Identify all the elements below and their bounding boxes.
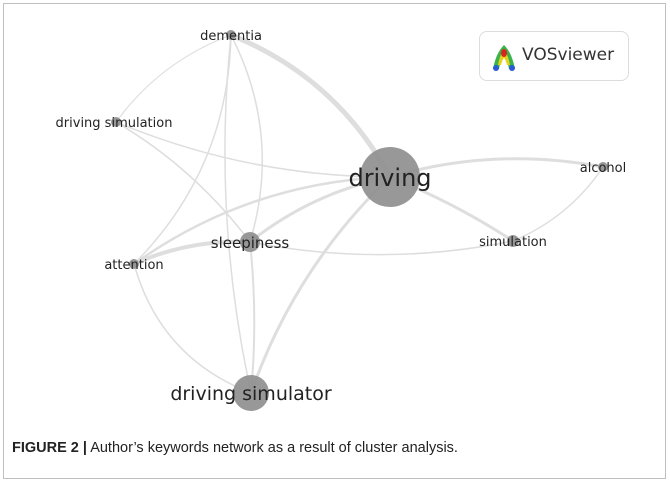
link-sleepiness-driving-simulator [249, 241, 256, 394]
vosviewer-logo: VOSviewer [479, 31, 629, 81]
link-driving-driving-simulation [115, 121, 391, 178]
link-sleepiness-simulation [249, 240, 514, 256]
vosviewer-heatmap-icon [493, 45, 515, 71]
keyword-network: driving driving simulator sleepiness simula… [56, 29, 627, 411]
node-dementia [226, 30, 236, 40]
node-driving [360, 147, 420, 207]
node-label-driving: driving [348, 164, 431, 192]
link-attention-driving-simulator [133, 263, 252, 394]
vosviewer-logo-text: VOSviewer [522, 45, 615, 65]
node-label-dementia: dementia [200, 29, 262, 44]
node-alcohol [598, 162, 608, 172]
link-sleepiness-driving-simulation [115, 121, 251, 243]
link-driving-dementia [228, 32, 393, 180]
link-driving-simulation-dementia [115, 34, 232, 123]
node-driving-simulation [111, 117, 121, 127]
node-label-simulation: simulation [479, 235, 547, 250]
link-driving-simulator-dementia [224, 34, 252, 394]
link-attention-dementia [133, 34, 232, 265]
link-simulation-alcohol [512, 166, 604, 242]
link-sleepiness-attention [132, 239, 252, 266]
network-labels: driving driving simulator sleepiness simula… [56, 29, 627, 405]
node-simulation [507, 235, 519, 247]
figure-label: FIGURE 2 | [12, 440, 87, 456]
network-nodes [111, 30, 608, 411]
node-attention [129, 259, 139, 269]
caption-text: Author’s keywords network as a result of… [86, 440, 458, 456]
link-driving-driving-simulator [249, 175, 392, 395]
node-label-sleepiness: sleepiness [211, 234, 290, 252]
link-driving-attention [132, 175, 392, 266]
node-label-driving-simulation: driving simulation [56, 116, 173, 131]
network-links [115, 32, 605, 395]
node-driving-simulator [233, 375, 269, 411]
figure-frame: driving driving simulator sleepiness simula… [3, 3, 666, 479]
node-sleepiness [240, 232, 260, 252]
node-label-driving-simulator: driving simulator [170, 383, 332, 405]
figure-caption: FIGURE 2 | Author’s keywords network as … [12, 440, 652, 456]
link-sleepiness-dementia [230, 34, 264, 243]
node-label-alcohol: alcohol [580, 161, 626, 176]
node-label-attention: attention [104, 258, 163, 273]
